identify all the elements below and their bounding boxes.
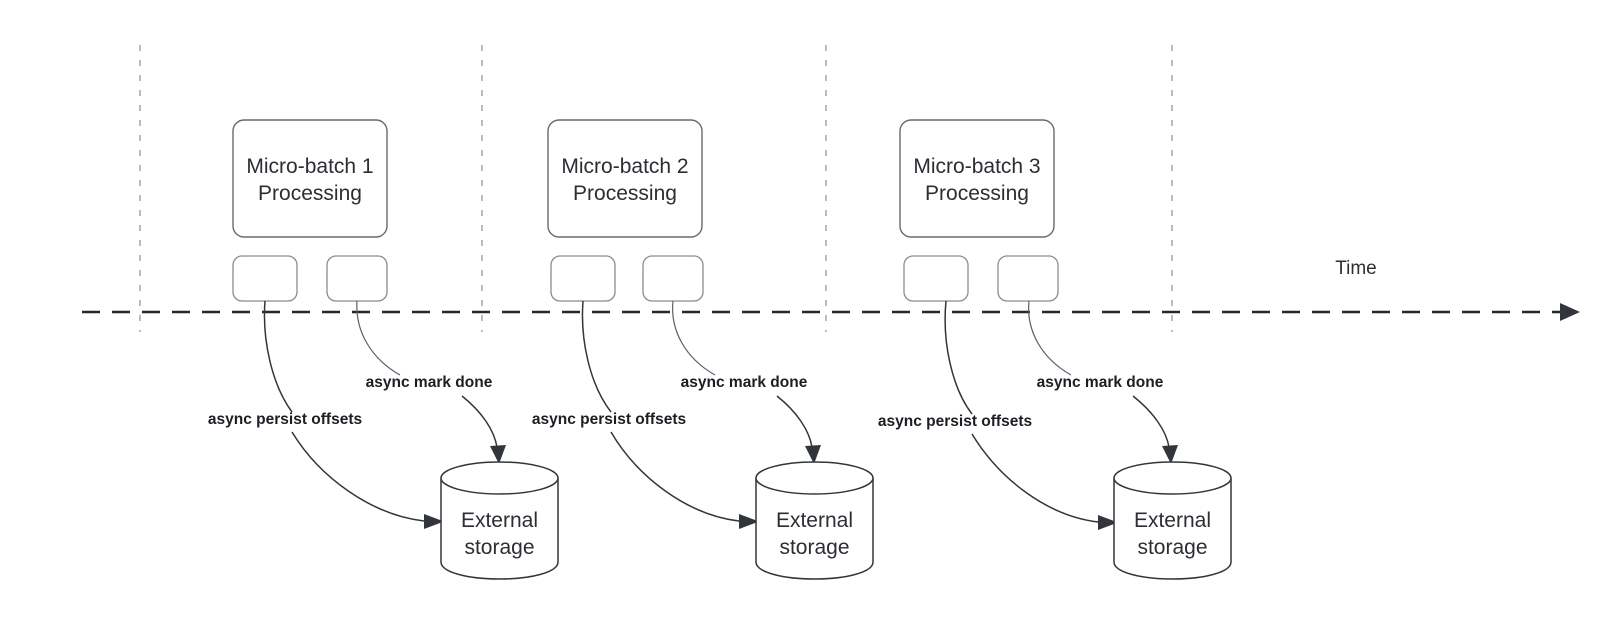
batch-group-1: Micro-batch 1 Processing async persist o… xyxy=(208,119,559,580)
external-storage-2-top xyxy=(755,461,874,495)
mb1-task-a-box[interactable] xyxy=(232,255,298,302)
micro-batch-2-label-line1: Micro-batch 2 xyxy=(561,155,688,178)
micro-batch-1-box[interactable] xyxy=(232,119,388,238)
mb3-persist-offsets-edge-upper xyxy=(944,300,973,415)
time-axis-label: Time xyxy=(1335,258,1377,279)
tick-line-group xyxy=(139,45,1173,332)
mb3-mark-done-edge-upper xyxy=(1028,300,1072,376)
mb1-mark-done-edge-lower xyxy=(461,395,498,448)
micro-batch-3-label-line2: Processing xyxy=(925,182,1029,205)
mb1-persist-offsets-edge-upper xyxy=(263,300,293,413)
mb2-mark-done-edge-upper xyxy=(672,300,716,376)
micro-batch-1-label-line1: Micro-batch 1 xyxy=(246,155,373,178)
external-storage-2-label-line1: External xyxy=(776,509,853,532)
mb3-persist-offsets-edge-lower xyxy=(971,433,1099,523)
mb2-task-a-box[interactable] xyxy=(550,255,616,302)
batch-group-3: Micro-batch 3 Processing async persist o… xyxy=(878,119,1232,580)
mb1-mark-done-label: async mark done xyxy=(366,374,493,391)
micro-batch-2-box[interactable] xyxy=(547,119,703,238)
mb3-mark-done-arrowhead xyxy=(1162,445,1178,464)
external-storage-2-body[interactable] xyxy=(755,478,874,580)
mb3-task-a-box[interactable] xyxy=(903,255,969,302)
external-storage-3-top xyxy=(1113,461,1232,495)
mb2-mark-done-edge-lower xyxy=(776,395,813,448)
mb2-persist-offsets-arrowhead xyxy=(739,514,759,529)
time-axis xyxy=(82,303,1580,321)
micro-batch-2-label-line2: Processing xyxy=(573,182,677,205)
mb2-mark-done-arrowhead xyxy=(805,445,821,464)
external-storage-1-body[interactable] xyxy=(440,478,559,580)
mb3-mark-done-label: async mark done xyxy=(1037,374,1164,391)
time-axis-arrowhead xyxy=(1560,303,1580,321)
mb1-mark-done-edge-upper xyxy=(356,300,401,376)
external-storage-3-label-line2: storage xyxy=(1137,536,1207,559)
external-storage-1-label-line1: External xyxy=(461,509,538,532)
mb2-mark-done-label: async mark done xyxy=(681,374,808,391)
external-storage-3-body[interactable] xyxy=(1113,478,1232,580)
mb2-task-b-box[interactable] xyxy=(642,255,704,302)
mb3-persist-offsets-label: async persist offsets xyxy=(878,413,1032,430)
mb3-persist-offsets-arrowhead xyxy=(1098,515,1118,530)
external-storage-1-label-line2: storage xyxy=(464,536,534,559)
external-storage-1-top xyxy=(440,461,559,495)
mb3-task-b-box[interactable] xyxy=(997,255,1059,302)
mb1-persist-offsets-edge-lower xyxy=(291,431,425,522)
external-storage-2-label-line2: storage xyxy=(779,536,849,559)
micro-batch-3-box[interactable] xyxy=(899,119,1055,238)
batch-group-2: Micro-batch 2 Processing async persist o… xyxy=(532,119,874,580)
micro-batch-3-label-line1: Micro-batch 3 xyxy=(913,155,1040,178)
micro-batch-1-label-line2: Processing xyxy=(258,182,362,205)
mb2-persist-offsets-edge-upper xyxy=(581,300,612,413)
mb1-persist-offsets-label: async persist offsets xyxy=(208,411,362,428)
mb3-mark-done-edge-lower xyxy=(1132,395,1170,448)
mb1-mark-done-arrowhead xyxy=(490,445,506,464)
mb2-persist-offsets-label: async persist offsets xyxy=(532,411,686,428)
mb1-persist-offsets-arrowhead xyxy=(424,514,444,529)
external-storage-3-label-line1: External xyxy=(1134,509,1211,532)
mb1-task-b-box[interactable] xyxy=(326,255,388,302)
mb2-persist-offsets-edge-lower xyxy=(610,431,740,522)
